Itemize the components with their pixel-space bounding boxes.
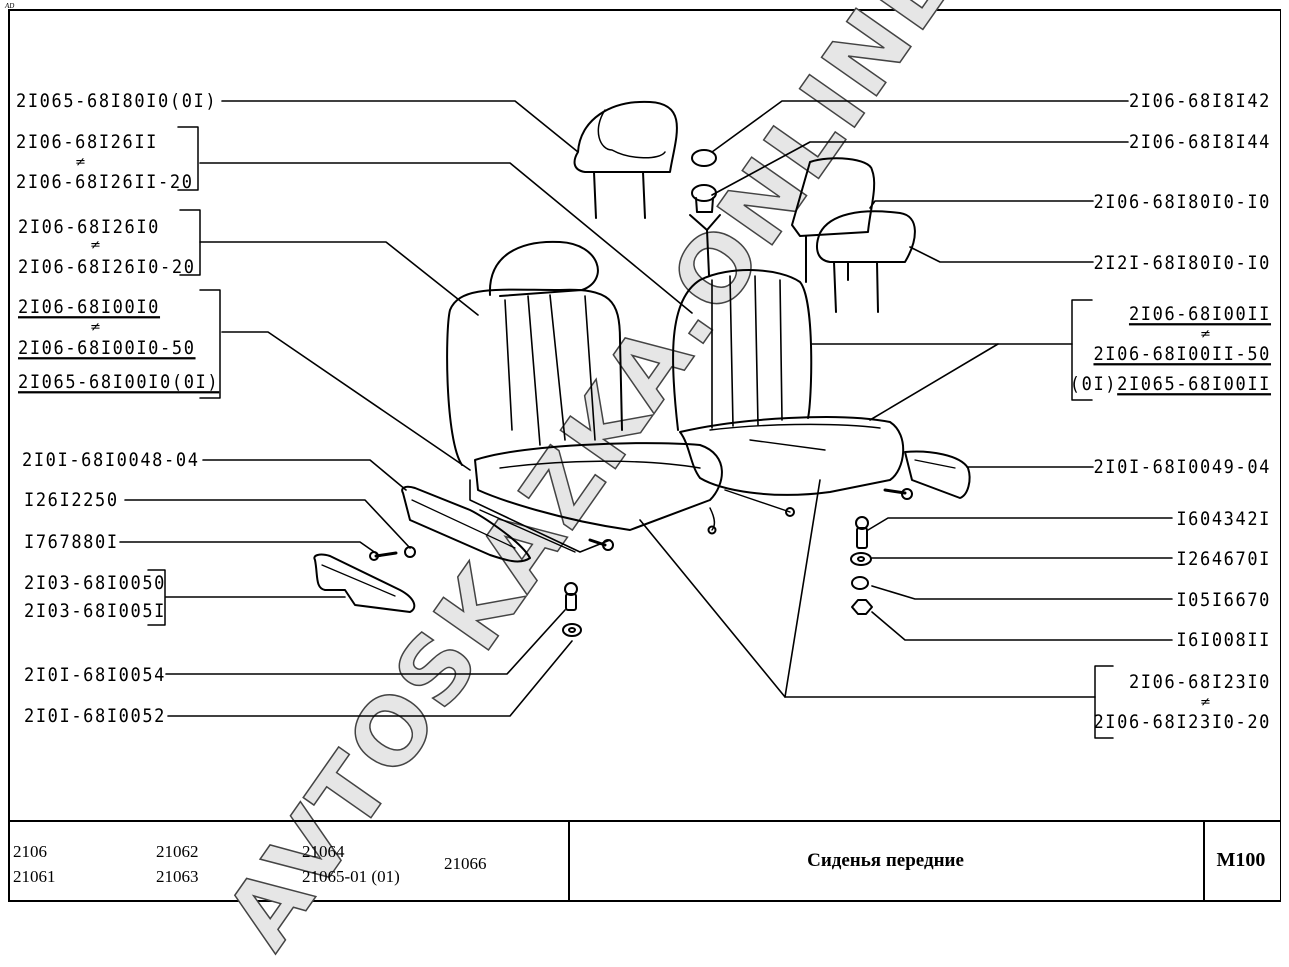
- callout-seat-cushion-1: 2I06-68I23I0: [1128, 671, 1271, 694]
- callout-seat-cushion-2: 2I06-68I23I0-20: [1093, 711, 1271, 734]
- model-number: 21064: [302, 842, 345, 861]
- callout-side-trim-left: 2I0I-68I0048-04: [22, 449, 200, 472]
- headrest-left-drawing: [573, 100, 678, 219]
- alternative-symbol: ≠: [90, 238, 101, 253]
- callout-seat-left-3-number: 2I065-68I00I0(0I): [18, 371, 220, 394]
- callout-washer-spring: I05I6670: [1176, 589, 1271, 612]
- callout-lever-trim-2: 2I03-68I005I: [24, 600, 167, 623]
- drawing-code: M100: [1216, 849, 1266, 871]
- guide-sleeves-drawing: [689, 149, 721, 276]
- seat-left-drawing: [446, 240, 723, 553]
- callout-bolt: 2I0I-68I0054: [24, 664, 167, 687]
- callout-washer: 2I0I-68I0052: [24, 705, 167, 728]
- leader-lines-left: [119, 100, 693, 717]
- callout-cap: I26I2250: [24, 489, 119, 512]
- callout-backrest-left-2: 2I06-68I26I0-20: [18, 256, 196, 279]
- callout-headrest-right-a: 2I06-68I80I0-I0: [1093, 191, 1271, 214]
- callout-seat-right-1: 2I06-68I00II: [1128, 303, 1271, 326]
- drawing-title: Сиденья передние: [807, 850, 964, 871]
- fasteners-right: [850, 488, 913, 615]
- headrest-right-drawing: [791, 157, 916, 313]
- callout-seat-left-1: 2I06-68I00I0: [18, 296, 161, 319]
- callout-guide-sleeve-top: 2I06-68I8I42: [1128, 90, 1271, 113]
- title-block-divider: [568, 822, 570, 902]
- seat-right-drawing: [672, 269, 905, 535]
- leader-lines-right: [639, 100, 1173, 698]
- corner-mark: AD: [5, 2, 15, 10]
- alternative-symbol: ≠: [75, 155, 86, 170]
- callout-side-trim-right: 2I0I-68I0049-04: [1093, 456, 1271, 479]
- callout-backrest-frame-1: 2I06-68I26II: [16, 131, 159, 154]
- callout-seat-left-2: 2I06-68I00I0-50: [18, 337, 196, 360]
- callout-seat-right-3-number: 2I065-68I00II: [1117, 373, 1271, 396]
- model-number: 2106: [13, 842, 47, 861]
- parts-illustration: [119, 100, 1173, 739]
- callout-headrest-left: 2I065-68I80I0(0I): [16, 90, 218, 113]
- alternative-symbol: ≠: [1200, 327, 1211, 342]
- alternative-symbol: ≠: [1200, 695, 1211, 710]
- model-number: 21061: [13, 867, 56, 886]
- callout-guide-sleeve: 2I06-68I8I44: [1128, 131, 1271, 154]
- model-number: 21066: [444, 854, 487, 873]
- callout-bolt-right: I604342I: [1176, 508, 1271, 531]
- callout-seat-right-3-prefix: (0I): [1069, 373, 1118, 396]
- side-trim-drawings: [401, 450, 971, 563]
- callout-seat-left-3: 2I065-68I00I0(0I): [18, 371, 219, 393]
- callout-brackets: [147, 126, 1114, 739]
- fasteners-left: [369, 538, 614, 637]
- title-block: 2106 21061 21062 21063 21064 21065-01 (0…: [8, 820, 1281, 902]
- callout-screw: I767880I: [24, 531, 119, 554]
- model-number: 21062: [156, 842, 199, 861]
- title-block-divider: [1203, 822, 1205, 902]
- model-number: 21065-01 (01): [302, 867, 400, 886]
- callout-washer-flat: I264670I: [1176, 548, 1271, 571]
- alternative-symbol: ≠: [90, 320, 101, 335]
- callout-seat-right-2: 2I06-68I00II-50: [1093, 343, 1271, 366]
- callout-headrest-right-b: 2I2I-68I80I0-I0: [1093, 252, 1271, 275]
- callout-backrest-frame-2: 2I06-68I26II-20: [16, 171, 194, 194]
- callout-nut: I6I008II: [1176, 629, 1271, 652]
- callout-backrest-left-1: 2I06-68I26I0: [18, 216, 161, 239]
- model-number: 21063: [156, 867, 199, 886]
- lever-trim-drawing: [313, 553, 416, 613]
- callout-seat-right-3: (0I)2I065-68I00II: [1070, 373, 1271, 395]
- drawing-frame: [8, 9, 1281, 902]
- callout-lever-trim-1: 2I03-68I0050: [24, 572, 167, 595]
